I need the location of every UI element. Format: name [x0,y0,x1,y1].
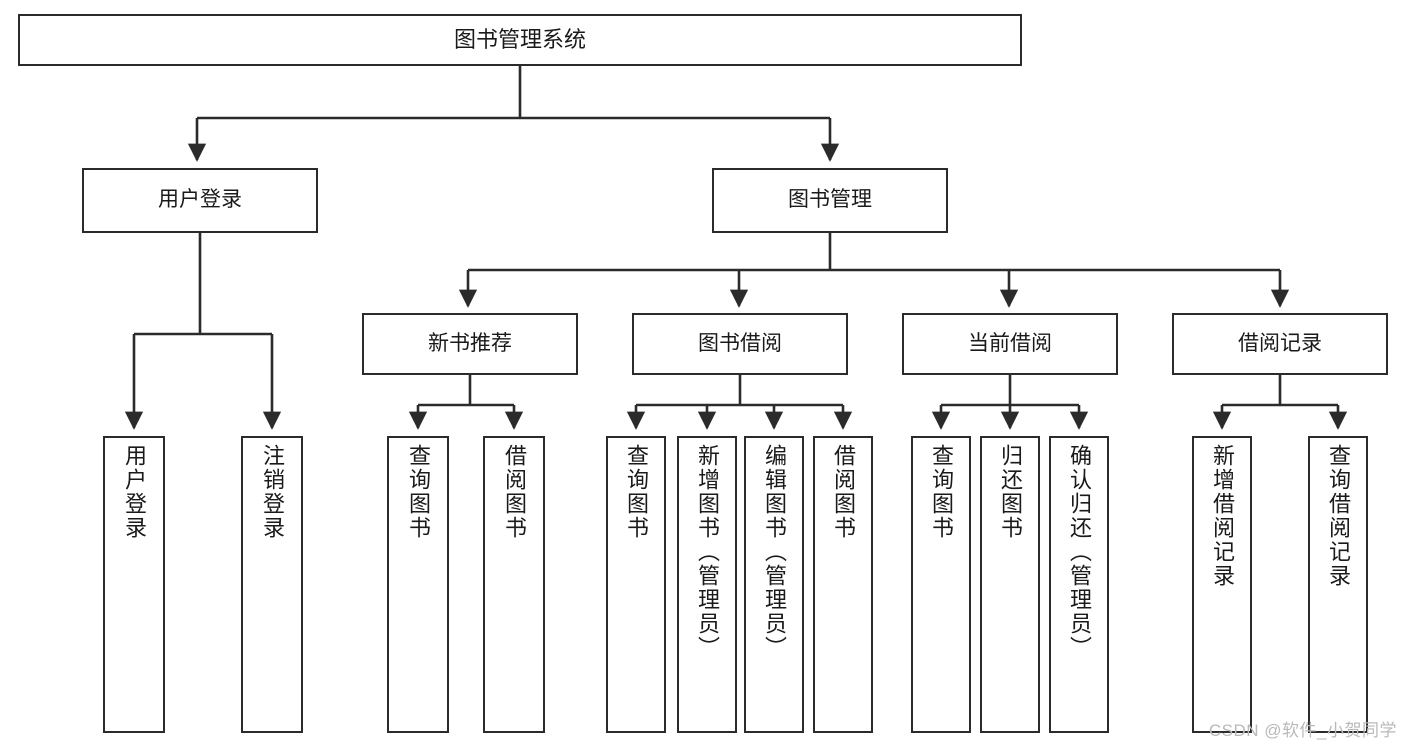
leaf-query-books-current[interactable]: 查询图书 [911,436,971,733]
node-label: 查询图书 [406,444,431,540]
node-label: 注销登录 [260,444,285,540]
node-book-borrowing[interactable]: 图书借阅 [632,313,848,375]
leaf-confirm-return-admin[interactable]: 确认归还（管理员） [1049,436,1109,733]
leaf-user-login[interactable]: 用户登录 [103,436,165,733]
leaf-query-books-recommend[interactable]: 查询图书 [387,436,449,733]
node-label: 借阅图书 [831,444,856,540]
node-borrowing-records[interactable]: 借阅记录 [1172,313,1388,375]
leaf-return-books[interactable]: 归还图书 [980,436,1040,733]
node-label: 新增借阅记录 [1210,444,1235,588]
node-label: 图书管理 [788,188,872,212]
leaf-borrow-books[interactable]: 借阅图书 [813,436,873,733]
node-label: 用户登录 [122,444,147,540]
node-label: 新增图书（管理员） [695,444,720,660]
node-label: 用户登录 [158,188,242,212]
node-label: 确认归还（管理员） [1067,444,1092,660]
node-label: 当前借阅 [968,331,1052,355]
node-label: 查询借阅记录 [1326,444,1351,588]
leaf-query-borrow-record[interactable]: 查询借阅记录 [1308,436,1368,733]
node-label: 新书推荐 [428,331,512,355]
node-root-book-management-system[interactable]: 图书管理系统 [18,14,1022,66]
node-book-management[interactable]: 图书管理 [712,168,948,233]
csdn-watermark: CSDN @软件_小贺同学 [1208,721,1397,740]
node-label: 图书管理系统 [453,27,586,53]
node-user-login[interactable]: 用户登录 [82,168,318,233]
node-label: 编辑图书（管理员） [762,444,787,660]
leaf-add-borrow-record[interactable]: 新增借阅记录 [1192,436,1252,733]
node-label: 借阅记录 [1238,331,1322,355]
node-new-book-recommendation[interactable]: 新书推荐 [362,313,578,375]
node-label: 归还图书 [998,444,1023,540]
leaf-logout[interactable]: 注销登录 [241,436,303,733]
node-label: 查询图书 [624,444,649,540]
leaf-add-book-admin[interactable]: 新增图书（管理员） [677,436,737,733]
node-label: 借阅图书 [502,444,527,540]
node-label: 图书借阅 [698,331,782,355]
node-label: 查询图书 [929,444,954,540]
node-current-borrowing[interactable]: 当前借阅 [902,313,1118,375]
leaf-query-books-borrow[interactable]: 查询图书 [606,436,666,733]
leaf-borrow-books-recommend[interactable]: 借阅图书 [483,436,545,733]
leaf-edit-book-admin[interactable]: 编辑图书（管理员） [744,436,804,733]
